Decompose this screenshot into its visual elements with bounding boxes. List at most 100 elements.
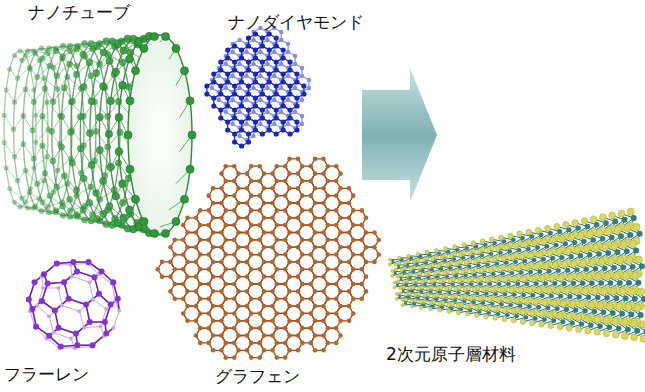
tube-atom — [124, 131, 132, 139]
diamond-atom — [281, 127, 286, 132]
diamond-atom — [218, 107, 223, 112]
graphene-atom — [185, 304, 190, 309]
diamond-atom — [281, 55, 286, 60]
diamond-atom — [260, 107, 265, 112]
graphene-atom — [245, 304, 250, 309]
fullerene-atom — [32, 279, 38, 285]
diamond-atom — [225, 55, 230, 60]
graphene-atom — [334, 193, 339, 198]
diamond-atom — [267, 71, 272, 76]
tube-atom — [188, 131, 196, 139]
graphene-atom — [206, 267, 211, 272]
diamond-atom — [260, 91, 265, 96]
graphene-atom — [257, 267, 262, 272]
diamond-atom — [300, 114, 304, 118]
diamond-atom — [301, 83, 306, 88]
graphene-atom — [334, 296, 339, 301]
graphene-atom — [274, 164, 279, 169]
diamond-atom — [260, 131, 265, 136]
graphene-atom — [206, 341, 211, 346]
diamond-atom — [232, 43, 237, 48]
graphene-atom — [372, 230, 377, 235]
graphene-atom — [313, 333, 318, 338]
graphene-atom — [257, 252, 262, 257]
graphene-atom — [245, 171, 250, 176]
fullerene-atom — [111, 326, 115, 330]
diamond-atom — [251, 86, 255, 90]
diamond-atom — [260, 115, 265, 120]
graphene-atom — [321, 289, 326, 294]
graphene-atom — [300, 208, 305, 213]
graphene-atom — [211, 260, 216, 265]
diamond-atom — [225, 119, 230, 124]
graphene-atom — [219, 171, 224, 176]
fullerene-atom — [35, 303, 39, 307]
diamond-atom — [251, 62, 255, 66]
graphene-atom — [321, 186, 326, 191]
graphene-atom — [262, 304, 267, 309]
graphene-atom — [249, 326, 254, 331]
graphene-atom — [347, 274, 352, 279]
graphene-atom — [236, 274, 241, 279]
diamond-atom — [265, 110, 269, 114]
diamond-atom — [237, 62, 241, 66]
diamond-atom — [286, 42, 290, 46]
graphene-atom — [206, 326, 211, 331]
graphene-atom — [308, 252, 313, 257]
graphene-atom — [257, 355, 262, 360]
graphene-atom — [313, 348, 318, 353]
fullerene-atom — [45, 281, 51, 287]
diamond-atom — [253, 103, 258, 108]
diamond-atom — [253, 55, 258, 60]
diamond-back-layer — [210, 26, 311, 142]
graphene-atom — [270, 171, 275, 176]
diamond-atom — [287, 115, 292, 120]
graphene-atom — [245, 289, 250, 294]
graphene-atom — [249, 252, 254, 257]
graphene-atom — [249, 208, 254, 213]
graphene-atom — [334, 267, 339, 272]
graphene-atom — [236, 304, 241, 309]
graphene-ring — [349, 284, 366, 299]
diamond-atom — [281, 103, 286, 108]
fullerene-atom — [33, 323, 39, 329]
fullerene-bond — [79, 311, 84, 328]
graphene-atom — [262, 230, 267, 235]
graphene-ring — [362, 247, 379, 262]
fullerene-atom — [47, 314, 51, 318]
graphene-atom — [334, 208, 339, 213]
diamond-atom — [224, 86, 228, 90]
graphene-atom — [351, 252, 356, 257]
graphene-atom — [283, 341, 288, 346]
diamond-atom — [253, 31, 258, 36]
fullerene-atom — [39, 298, 45, 304]
graphene-atom — [172, 252, 177, 257]
diamond-atom — [246, 107, 251, 112]
graphene-atom — [270, 245, 275, 250]
graphene-atom — [313, 245, 318, 250]
fullerene-figure — [26, 259, 121, 350]
graphene-atom — [219, 215, 224, 220]
graphene-atom — [300, 311, 305, 316]
graphene-atom — [270, 274, 275, 279]
graphene-atom — [338, 171, 343, 176]
graphene-atom — [300, 282, 305, 287]
graphene-atom — [364, 260, 369, 265]
graphene-atom — [274, 296, 279, 301]
fullerene-atom — [70, 259, 76, 265]
graphene-atom — [283, 238, 288, 243]
fullerene-atom — [87, 280, 91, 284]
diamond-atom — [232, 107, 237, 112]
diamond-atom — [267, 103, 272, 108]
graphene-atom — [249, 238, 254, 243]
graphene-atom — [300, 223, 305, 228]
graphene-atom — [325, 326, 330, 331]
graphene-atom — [338, 201, 343, 206]
graphene-atom — [172, 238, 177, 243]
diamond-atom — [218, 91, 223, 96]
graphene-atom — [296, 171, 301, 176]
graphene-atom — [334, 164, 339, 169]
graphene-atom — [249, 355, 254, 360]
graphene-atom — [325, 296, 330, 301]
graphene-atom — [274, 326, 279, 331]
